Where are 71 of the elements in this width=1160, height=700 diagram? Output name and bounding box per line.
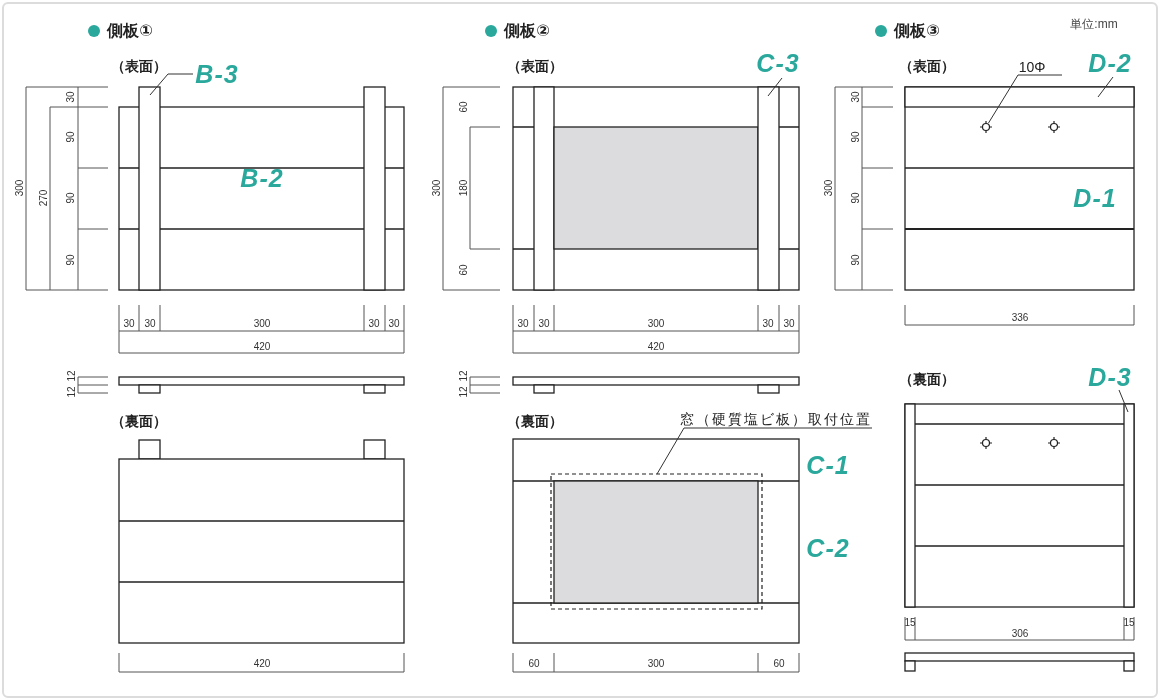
part-label: B-3: [195, 61, 239, 87]
view-label: （表面）: [507, 59, 563, 73]
dimension-label: 30: [66, 91, 76, 103]
dimension-label: 300: [15, 179, 25, 197]
dimension-label: 30: [538, 319, 550, 329]
dimension-label: 336: [1011, 313, 1029, 323]
dimension-label: 30: [783, 319, 795, 329]
dimension-label: 90: [66, 131, 76, 143]
section-heading: 側板③: [894, 23, 940, 39]
leader-line: [1097, 76, 1114, 98]
dimension-label: 420: [253, 342, 271, 352]
leader-line: [656, 427, 873, 475]
dimension-label: 90: [851, 131, 861, 143]
dimension-label: 60: [459, 101, 469, 113]
dimension-label: 90: [851, 192, 861, 204]
callout-label: 10Φ: [1018, 60, 1046, 74]
dimension-label: 15: [1123, 618, 1135, 628]
dimension-label: 60: [459, 264, 469, 276]
dimension-label: 300: [647, 659, 665, 669]
dimension-label: 60: [773, 659, 785, 669]
dimension-label: 15: [904, 618, 916, 628]
dimension-label: 60: [528, 659, 540, 669]
part-label: C-2: [806, 535, 850, 561]
dimension-label: 300: [824, 179, 834, 197]
leader-line: [149, 73, 194, 96]
part-label: D-3: [1088, 364, 1132, 390]
view-label: （裏面）: [507, 414, 563, 428]
dimension-label: 30: [388, 319, 400, 329]
dimension-label: 180: [459, 179, 469, 197]
dimension-label: 300: [647, 319, 665, 329]
dimension-label: 12: [67, 386, 77, 398]
part-label: C-3: [756, 50, 800, 76]
dimension-label: 30: [144, 319, 156, 329]
part-label: D-1: [1073, 185, 1117, 211]
dimension-label: 90: [66, 192, 76, 204]
dimension-label: 420: [647, 342, 665, 352]
dimension-label: 420: [253, 659, 271, 669]
dimension-label: 270: [39, 189, 49, 207]
part-label: C-1: [806, 452, 850, 478]
unit-note: 単位:mm: [1070, 18, 1118, 30]
dimension-label: 12: [459, 370, 469, 382]
dimension-label: 12: [67, 370, 77, 382]
leader-line: [1118, 389, 1129, 413]
hole-mark: [979, 120, 993, 134]
top-board: [904, 86, 1135, 108]
dimension-label: 300: [432, 179, 442, 197]
dimension-label: 30: [762, 319, 774, 329]
dimension-label: 90: [66, 254, 76, 266]
section-heading: 側板②: [504, 23, 550, 39]
leader-line: [767, 77, 783, 97]
callout-label: 窓（硬質塩ビ板）取付位置: [680, 412, 872, 426]
stile: [1123, 403, 1135, 608]
dimension-label: 30: [368, 319, 380, 329]
part-label: B-2: [240, 165, 284, 191]
part-label: D-2: [1088, 50, 1132, 76]
dimension-label: 30: [517, 319, 529, 329]
dimension-label: 300: [253, 319, 271, 329]
dimension-label: 30: [123, 319, 135, 329]
view-label: （裏面）: [899, 372, 955, 386]
dimension-label: 306: [1011, 629, 1029, 639]
dimension-label: 30: [851, 91, 861, 103]
dimension-label: 12: [459, 386, 469, 398]
view-label: （表面）: [111, 59, 167, 73]
window-outline: [550, 473, 763, 610]
stile: [757, 86, 780, 291]
dimension-label: 90: [851, 254, 861, 266]
section-heading: 側板①: [107, 23, 153, 39]
leader-line: [988, 74, 1063, 124]
view-label: （表面）: [899, 59, 955, 73]
stile: [138, 86, 161, 291]
view-label: （裏面）: [111, 414, 167, 428]
